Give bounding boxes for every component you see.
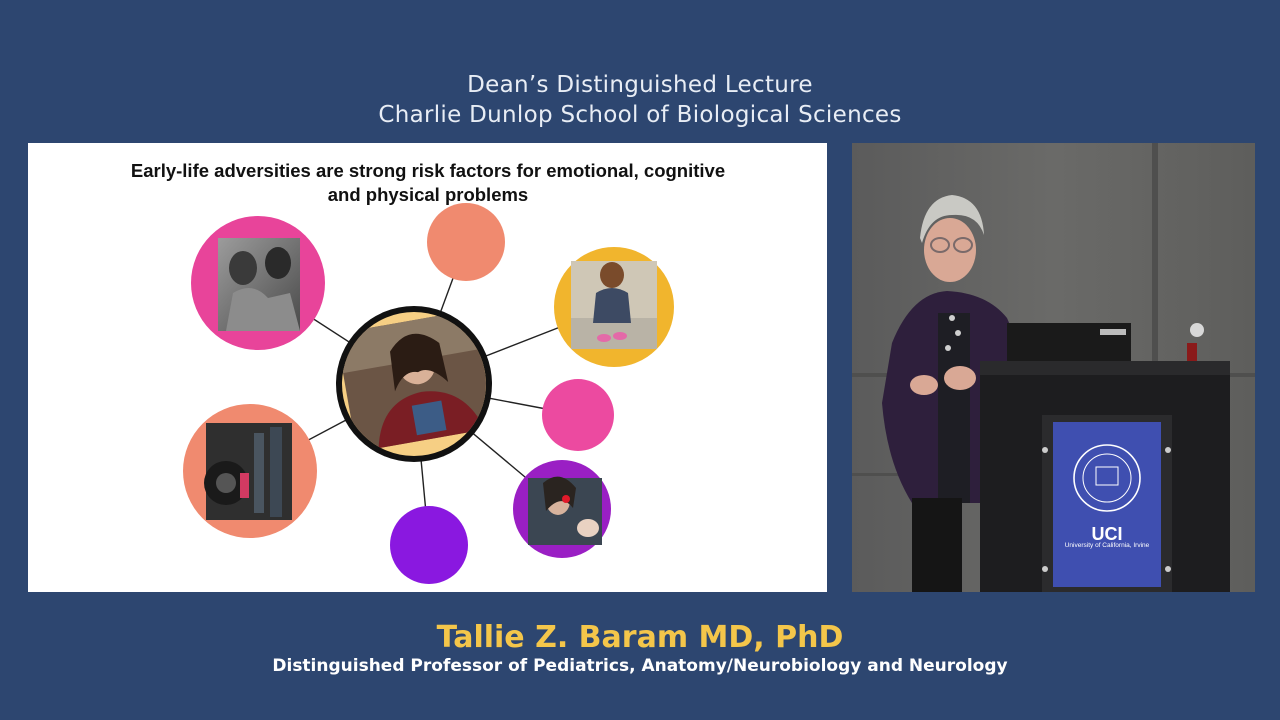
lecture-header: Dean’s Distinguished Lecture Charlie Dun… (0, 70, 1280, 130)
school-name: Charlie Dunlop School of Biological Scie… (378, 102, 902, 128)
photo-center-teen-girl (336, 306, 492, 462)
photo-child-sitting-wall (554, 247, 674, 367)
adversity-network-diagram (183, 203, 674, 584)
presentation-slide: Early-life adversities are strong risk f… (28, 143, 827, 592)
slide-title-line-2: and physical problems (327, 184, 529, 205)
photo-children-embrace (191, 216, 325, 350)
photo-border-child (183, 404, 317, 538)
speaker-title: Distinguished Professor of Pediatrics, A… (272, 656, 1008, 676)
wall-sensor-icon (1190, 323, 1204, 337)
speaker-name: Tallie Z. Baram MD, PhD (436, 620, 844, 655)
uc-seal-icon (1073, 444, 1141, 512)
circle-violet-bottom (390, 506, 468, 584)
speaker-video-frame (852, 143, 1255, 592)
podium-logo-text: UCI (1091, 524, 1123, 544)
lecture-series-title: Dean’s Distinguished Lecture (467, 72, 813, 98)
circle-salmon-top (427, 203, 505, 281)
slide-title-line-1: Early-life adversities are strong risk f… (130, 160, 726, 181)
podium (980, 361, 1230, 592)
speaker-video: UCI University of California, Irvine (852, 143, 1255, 592)
photo-woman-crying-car (513, 460, 611, 558)
podium-logo-subtext: University of California, Irvine (1064, 542, 1150, 549)
slide-title: Early-life adversities are strong risk f… (28, 159, 827, 207)
circle-pink-right (542, 379, 614, 451)
